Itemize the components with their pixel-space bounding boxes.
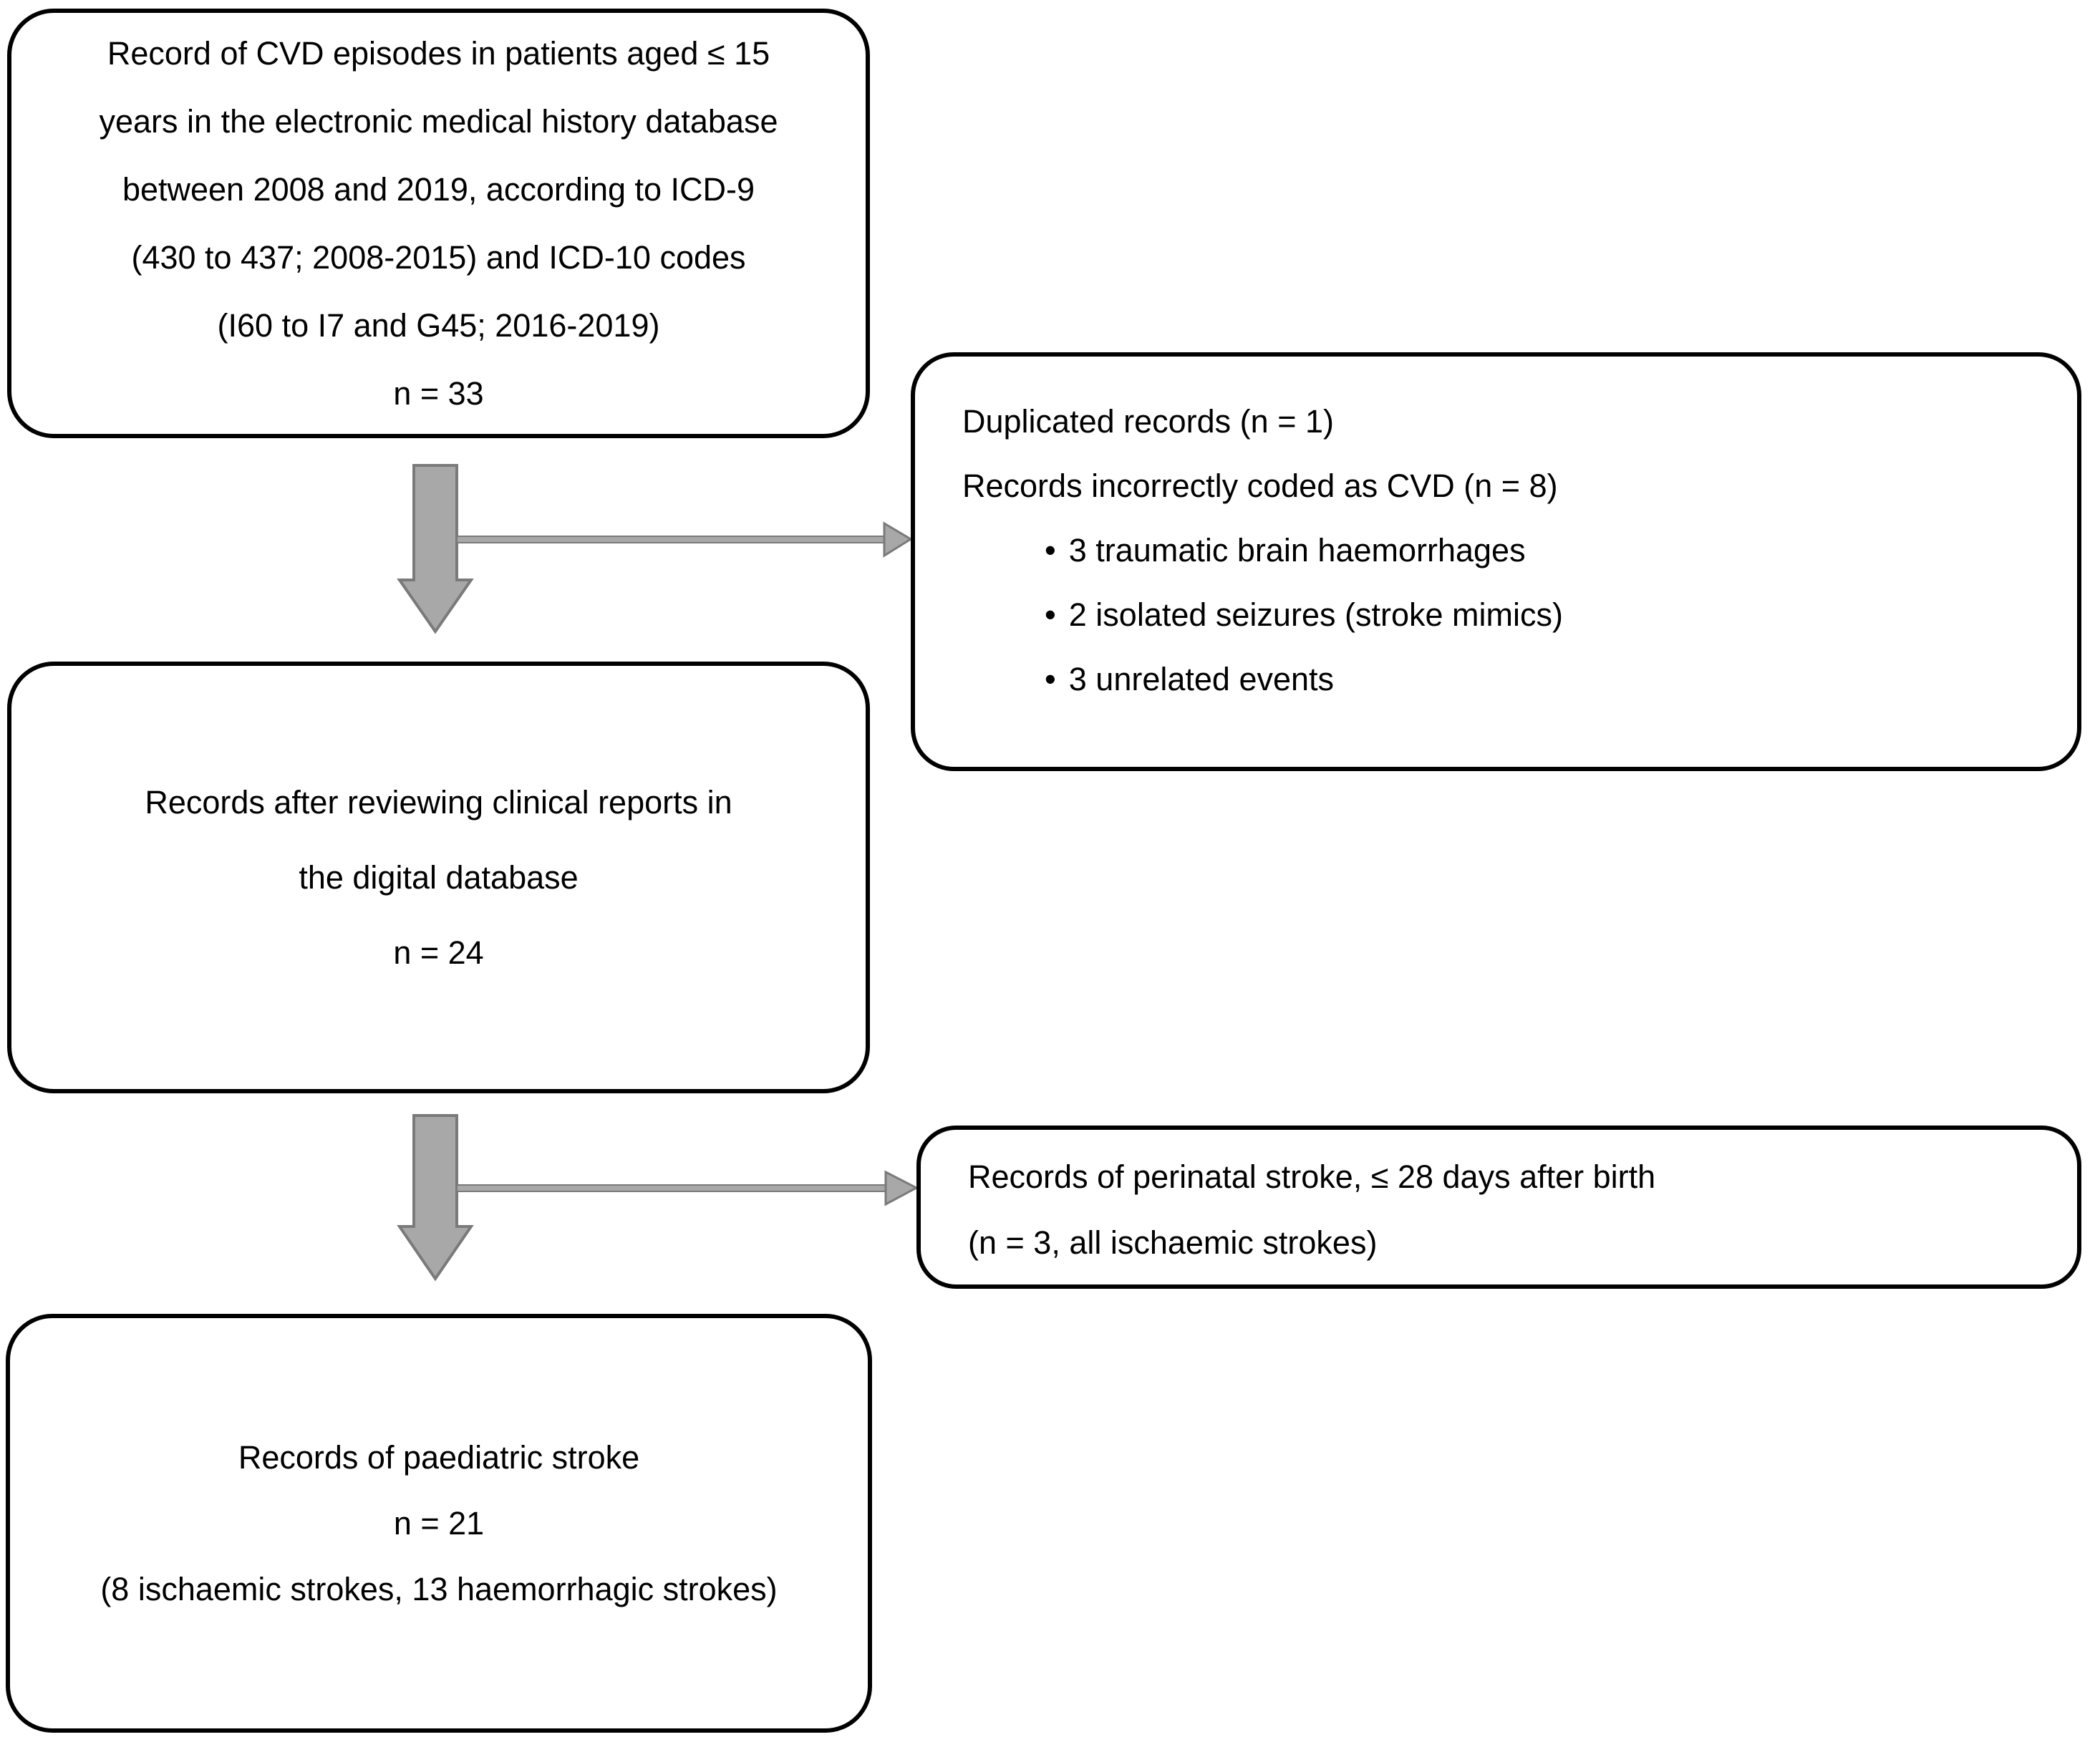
box-text-line: Records after reviewing clinical reports… <box>145 784 732 821</box>
box-text-line: Record of CVD episodes in patients aged … <box>107 35 770 72</box>
box-text-line: (430 to 437; 2008-2015) and ICD-10 codes <box>131 239 746 276</box>
bullet-item: • 2 isolated seizures (stroke mimics) <box>1045 583 2056 647</box>
down-arrow-icon <box>397 464 474 634</box>
box-text-line: years in the electronic medical history … <box>99 103 778 140</box>
box-text-line: Records of perinatal stroke, ≤ 28 days a… <box>968 1158 1656 1195</box>
connector-line <box>456 1184 886 1192</box>
bullet-icon: • <box>1045 661 1056 697</box>
box-text-line: Records incorrectly coded as CVD (n = 8) <box>962 468 1558 504</box>
box-text-line: (n = 3, all ischaemic strokes) <box>968 1224 1378 1261</box>
final-records-box: Records of paediatric stroke n = 21 (8 i… <box>6 1314 872 1733</box>
box-text-line: Duplicated records (n = 1) <box>962 403 1334 440</box>
box-text-line: (8 ischaemic strokes, 13 haemorrhagic st… <box>100 1570 778 1607</box>
right-arrow-icon <box>883 521 913 558</box>
bullet-item-text: 3 traumatic brain haemorrhages <box>1068 532 1526 568</box>
bullet-item-text: 2 isolated seizures (stroke mimics) <box>1068 596 1563 633</box>
excluded-records-box-2: Records of perinatal stroke, ≤ 28 days a… <box>916 1126 2081 1289</box>
box-count-line: n = 33 <box>393 375 484 412</box>
box-count-line: n = 24 <box>393 934 484 971</box>
bullet-item: • 3 traumatic brain haemorrhages <box>1045 518 2056 583</box>
reviewed-records-box: Records after reviewing clinical reports… <box>7 662 870 1093</box>
box-text-line: the digital database <box>299 859 579 896</box>
bullet-item: • 3 unrelated events <box>1045 647 2056 712</box>
box-text-line: between 2008 and 2019, according to ICD-… <box>122 171 755 208</box>
connector-line <box>456 536 885 543</box>
box-count-line: n = 21 <box>393 1504 485 1542</box>
bullet-icon: • <box>1045 532 1056 568</box>
right-arrow-icon <box>884 1170 919 1206</box>
box-text-line: (I60 to I7 and G45; 2016-2019) <box>217 307 660 344</box>
bullet-item-text: 3 unrelated events <box>1068 661 1335 697</box>
box-text-line: Records of paediatric stroke <box>238 1438 640 1476</box>
source-records-box: Record of CVD episodes in patients aged … <box>7 9 870 438</box>
down-arrow-icon <box>397 1114 474 1282</box>
excluded-records-box-1: Duplicated records (n = 1) Records incor… <box>911 352 2081 771</box>
bullet-icon: • <box>1045 596 1056 633</box>
